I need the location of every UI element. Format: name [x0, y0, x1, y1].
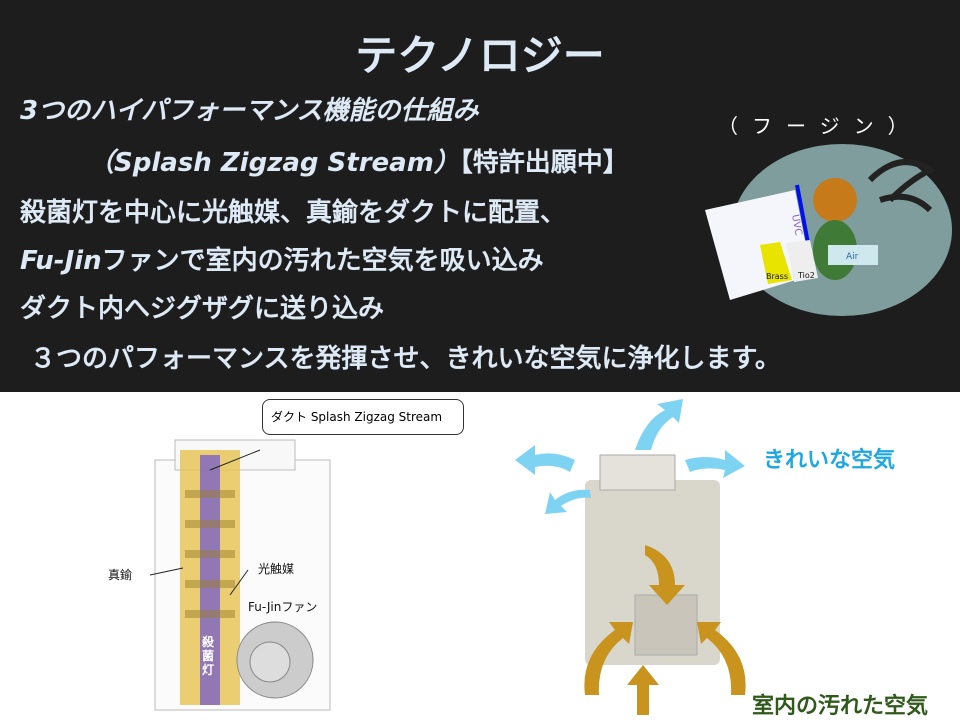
- text-line-6: ３つのパフォーマンスを発揮させ、きれいな空気に浄化します。: [30, 344, 781, 374]
- text-line-4b: ファンで室内の汚れた空気を吸い込み: [101, 246, 544, 276]
- fujin-reading: （フージン）: [718, 114, 922, 138]
- duct-callout: ダクト Splash Zigzag Stream: [262, 399, 464, 435]
- page-title: テクノロジー: [355, 31, 605, 80]
- photocatalyst-label: 光触媒: [258, 562, 295, 576]
- lamp-label: 殺菌灯: [202, 635, 215, 677]
- uvc-label: UVC: [789, 214, 804, 237]
- text-line-4a: Fu-Jin: [20, 246, 102, 276]
- fujin-illustration: UVC Brass Tio2 Air: [705, 144, 952, 316]
- brass-label: 真鍮: [108, 568, 133, 582]
- tio2-label: Tio2: [797, 271, 815, 280]
- air-label: Air: [846, 252, 859, 262]
- text-line-2a: （Splash Zigzag Stream）: [88, 148, 460, 178]
- dirty-air-label: 室内の汚れた空気: [752, 694, 929, 719]
- text-line-3: 殺菌灯を中心に光触媒、真鍮をダクトに配置、: [20, 198, 567, 228]
- text-line-2b: 【特許出願中】: [459, 148, 629, 178]
- text-line-5: ダクト内へジグザグに送り込み: [20, 294, 385, 324]
- brass-label: Brass: [766, 272, 788, 281]
- air-purifier-airflow-illustration: [515, 399, 746, 715]
- fan-label: Fu-Jinファン: [248, 600, 318, 614]
- device-cutaway-diagram: [150, 439, 331, 711]
- clean-air-label: きれいな空気: [763, 448, 896, 473]
- text-line-1: 3つのハイパフォーマンス機能の仕組み: [20, 96, 479, 126]
